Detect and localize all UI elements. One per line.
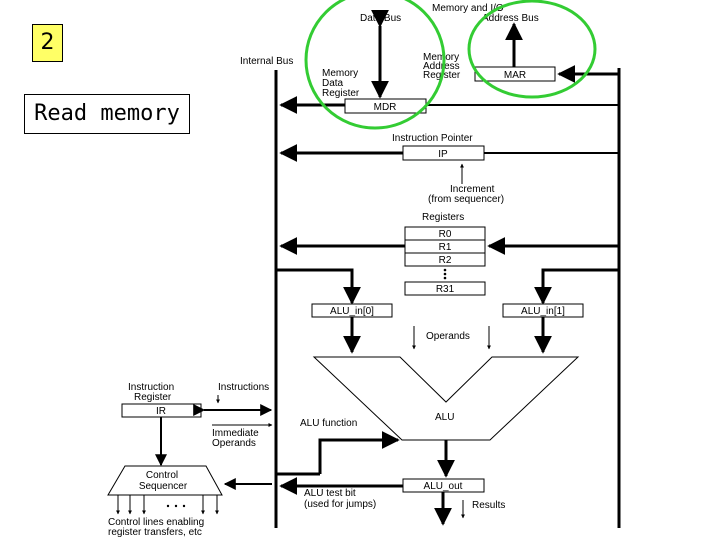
registers-label: Registers — [422, 212, 464, 223]
operands-label: Operands — [426, 331, 470, 342]
alu-label: ALU — [435, 412, 454, 423]
r1-label: R1 — [439, 242, 452, 253]
mdr-desc-3: Register — [322, 88, 360, 99]
increment-label-1: Increment — [450, 184, 495, 195]
alu-shape — [312, 356, 580, 441]
immediate-label-2: Operands — [212, 438, 256, 449]
alu-function-arrow — [318, 431, 400, 474]
alu-in0-feed-arrow — [276, 268, 361, 305]
mar-desc-2: Address — [423, 61, 460, 72]
alu-function-label: ALU function — [300, 418, 357, 429]
r31-label: R31 — [436, 284, 455, 295]
mdr-label: MDR — [374, 102, 397, 113]
control-dot-1 — [166, 504, 170, 508]
address-bus-label: Address Bus — [482, 13, 539, 24]
immediate-label-1: Immediate — [212, 428, 259, 439]
instructions-label: Instructions — [218, 382, 269, 393]
mar-box — [474, 66, 556, 82]
mdr-desc-2: Data — [322, 78, 344, 89]
control-lines-label-2: register transfers, etc — [108, 527, 202, 538]
control-sequencer-box — [107, 465, 223, 496]
control-label-1: Control — [146, 470, 178, 481]
ip-label: IP — [438, 149, 448, 160]
mar-desc-1: Memory — [423, 52, 459, 63]
alu-in0-label: ALU_in[0] — [330, 306, 374, 317]
alu-test-label-2: (used for jumps) — [304, 499, 376, 510]
highlight-mdr-circle — [304, 0, 446, 130]
ir-desc-1: Instruction — [128, 382, 174, 393]
alu-out-label: ALU_out — [424, 481, 463, 492]
memory-io-label: Memory and I/O — [432, 3, 504, 14]
alu-in1-feed-arrow — [534, 268, 619, 305]
control-dot-3 — [182, 504, 186, 508]
ellipsis-dot-3 — [443, 276, 447, 280]
r2-label: R2 — [439, 255, 452, 266]
ellipsis-dot-2 — [443, 272, 447, 276]
mdr-desc-1: Memory — [322, 68, 358, 79]
results-label: Results — [472, 500, 505, 511]
control-dot-2 — [174, 504, 178, 508]
register-r2 — [404, 252, 486, 267]
r0-label: R0 — [439, 229, 452, 240]
ellipsis-dot-1 — [443, 268, 447, 272]
slide-number: 2 — [32, 24, 63, 62]
internal-bus-label: Internal Bus — [240, 56, 293, 67]
alu-in1-label: ALU_in[1] — [521, 306, 565, 317]
slide-title: Read memory — [24, 94, 190, 134]
register-r31 — [404, 281, 486, 296]
highlight-mar-circle — [467, 0, 597, 99]
data-bus-label: Data Bus — [360, 13, 401, 24]
mar-label: MAR — [504, 70, 526, 81]
ip-desc-label: Instruction Pointer — [392, 133, 473, 144]
ir-desc-2: Register — [134, 392, 172, 403]
ir-label: IR — [156, 406, 166, 417]
alu-test-label-1: ALU test bit — [304, 488, 356, 499]
control-lines-label-1: Control lines enabling — [108, 517, 204, 528]
increment-label-2: (from sequencer) — [428, 194, 504, 205]
control-label-2: Sequencer — [139, 481, 188, 492]
